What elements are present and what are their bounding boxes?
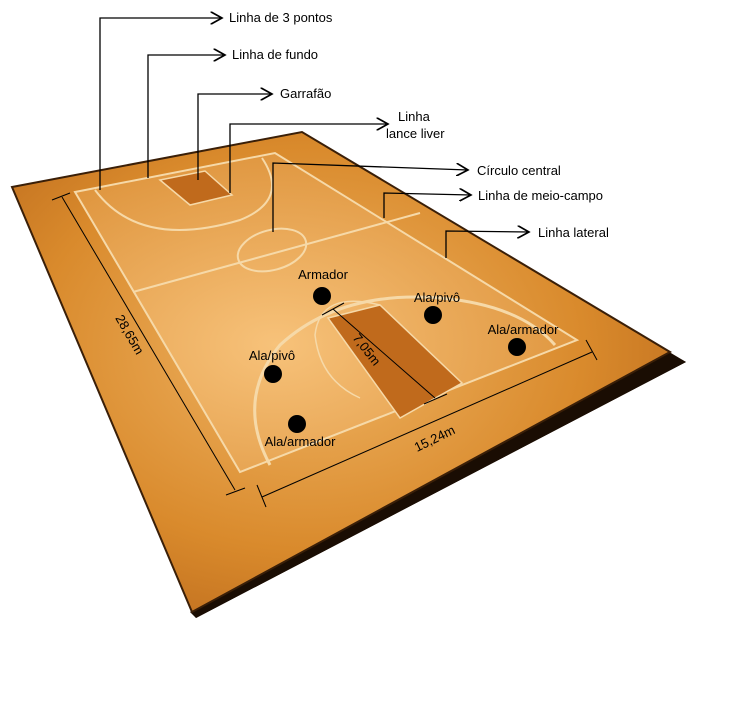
callout-line-baseline: [147, 55, 225, 178]
player-ala-armador-left: Ala/armador: [265, 415, 336, 449]
label-midcourt: Linha de meio-campo: [478, 188, 603, 203]
player-armador: Armador: [298, 267, 349, 305]
player-ala-pivo-right: Ala/pivô: [414, 290, 460, 324]
player-marker: [508, 338, 526, 356]
player-marker: [313, 287, 331, 305]
callout-line-free-throw: [229, 124, 388, 193]
player-ala-pivo-left: Ala/pivô: [249, 348, 295, 383]
dimension-tick: [256, 484, 267, 508]
callout-line-center-circle: [272, 162, 468, 232]
player-label: Ala/pivô: [414, 290, 460, 305]
player-label: Ala/armador: [488, 322, 559, 337]
midcourt-line: [132, 212, 421, 293]
dimension-tick: [423, 393, 448, 405]
label-sideline: Linha lateral: [538, 225, 609, 240]
dimension-tick: [51, 192, 71, 201]
bottom-three-point-arc: [253, 295, 557, 466]
player-label: Armador: [298, 267, 349, 282]
callout-line-three-point: [99, 18, 222, 190]
callout-line-midcourt: [383, 193, 471, 218]
player-ala-armador-right: Ala/armador: [488, 322, 559, 356]
dimension-line-length: [61, 196, 236, 491]
label-center-circle: Círculo central: [477, 163, 561, 178]
dimension-line-width: [261, 351, 593, 498]
player-marker: [288, 415, 306, 433]
dimension-tick: [225, 487, 246, 496]
callout-line-sideline: [445, 231, 529, 258]
label-key: Garrafão: [280, 86, 331, 101]
center-circle: [236, 227, 308, 273]
dimension-tick: [321, 302, 345, 316]
dimension-line-three-point: [332, 308, 436, 399]
player-label: Ala/armador: [265, 434, 336, 449]
label-free-throw-2: lance liver: [386, 126, 445, 141]
player-marker: [264, 365, 282, 383]
player-label: Ala/pivô: [249, 348, 295, 363]
top-key: [158, 170, 234, 206]
label-three-point-line: Linha de 3 pontos: [229, 10, 333, 25]
board-edge: [190, 352, 686, 618]
callout-line-key: [197, 94, 272, 180]
label-free-throw-1: Linha: [398, 109, 431, 124]
label-baseline: Linha de fundo: [232, 47, 318, 62]
player-marker: [424, 306, 442, 324]
top-three-point-arc: [94, 157, 273, 231]
dimension-tick: [585, 339, 598, 361]
free-throw-arc: [314, 300, 381, 399]
